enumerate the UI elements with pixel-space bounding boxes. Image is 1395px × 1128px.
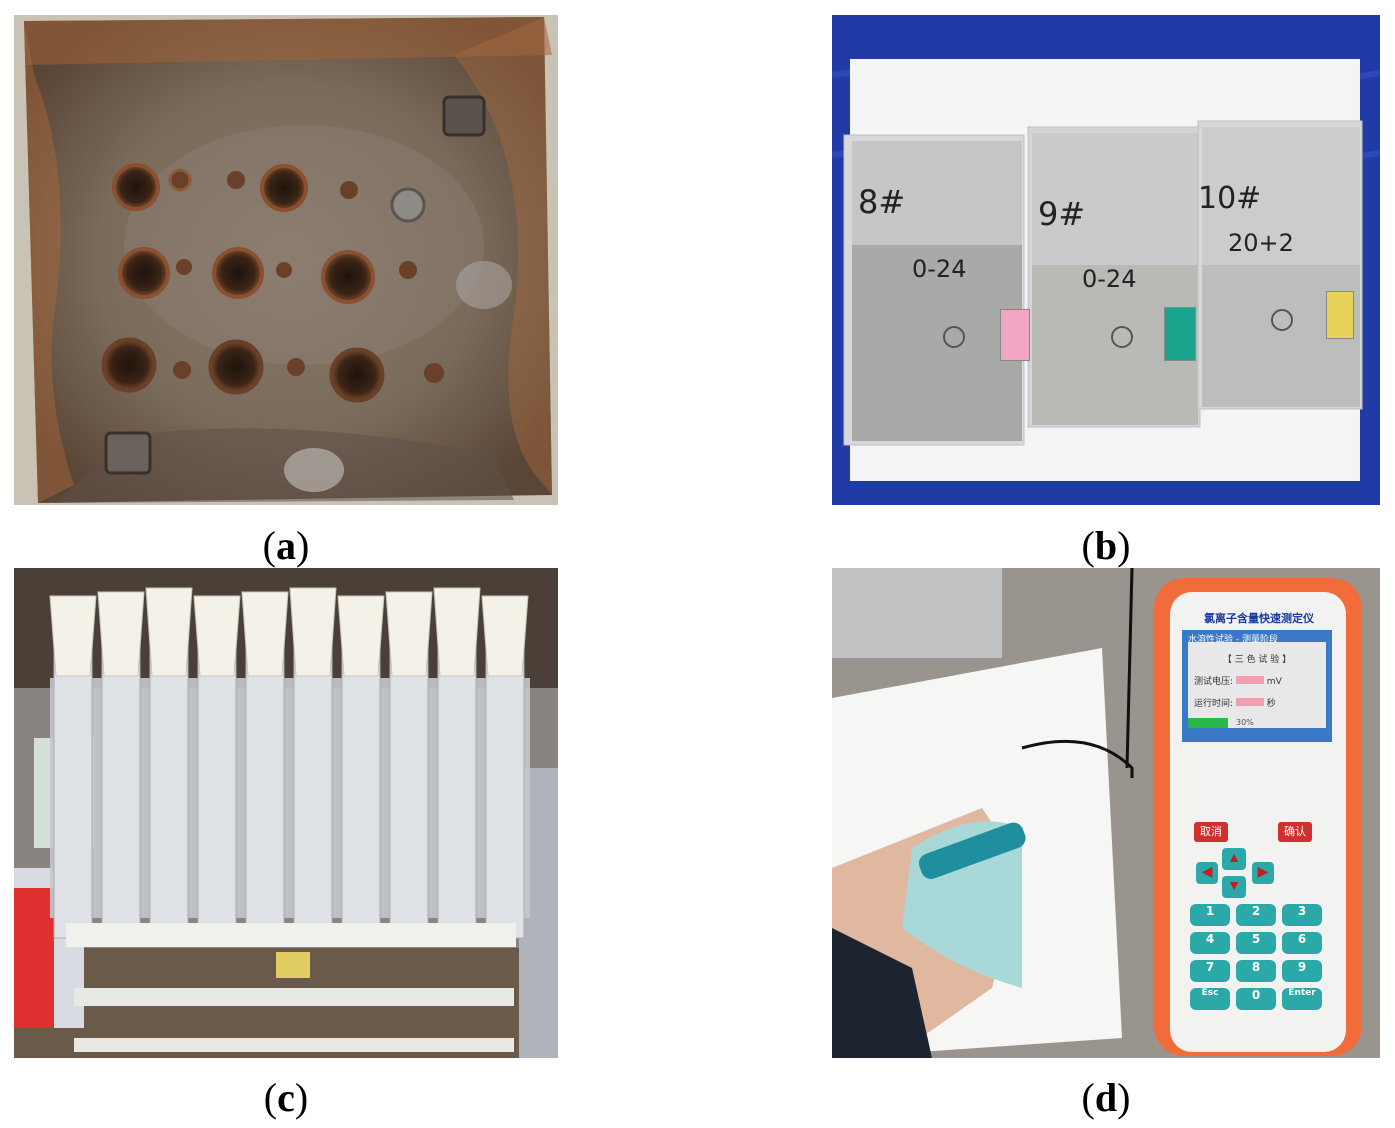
test-tube xyxy=(485,647,525,939)
test-tube xyxy=(197,647,237,939)
photo-corroded-steel-plate xyxy=(14,15,558,505)
test-tube xyxy=(101,647,141,939)
meter-progress-label: 30% xyxy=(1236,718,1254,727)
photo-sample-bags: 8# 0-24 9# 0-24 10# 20+2 xyxy=(832,15,1380,505)
test-tube xyxy=(293,647,333,939)
tube-stopper xyxy=(337,595,385,677)
photo-test-tubes-rack xyxy=(14,568,558,1058)
test-tube xyxy=(245,647,285,939)
arrow-up-icon[interactable]: ▲ xyxy=(1222,848,1246,870)
bag-label-9: 9# xyxy=(1038,195,1086,233)
key-6[interactable]: 6 xyxy=(1282,932,1322,954)
meter-time-unit: 秒 xyxy=(1266,699,1276,709)
arrow-right-icon[interactable]: ▶ xyxy=(1252,862,1274,884)
cancel-button[interactable]: 取消 xyxy=(1194,822,1228,842)
meter-time-row: 运行时间: 秒 xyxy=(1194,696,1276,709)
caption-a: (a) xyxy=(262,523,310,568)
key-3[interactable]: 3 xyxy=(1282,904,1322,926)
bag-label-10: 10# xyxy=(1198,181,1262,216)
meter-screen-subtitle: 【 三 色 试 验 】 xyxy=(1222,655,1292,665)
confirm-button[interactable]: 确认 xyxy=(1278,822,1312,842)
tube-stopper xyxy=(97,591,145,677)
photo-chloride-meter: 氯离子含量快速测定仪 水溶性试验 - 测量阶段 【 三 色 试 验 】 测试电压… xyxy=(832,568,1380,1058)
tube-stopper xyxy=(145,587,193,677)
key-1[interactable]: 1 xyxy=(1190,904,1230,926)
bag-clip-9 xyxy=(1164,307,1196,361)
key-9[interactable]: 9 xyxy=(1282,960,1322,982)
arrow-left-icon[interactable]: ◀ xyxy=(1196,862,1218,884)
key-5[interactable]: 5 xyxy=(1236,932,1276,954)
arrow-down-icon[interactable]: ▼ xyxy=(1222,876,1246,898)
key-esc[interactable]: Esc xyxy=(1190,988,1230,1010)
meter-voltage-label: 测试电压: xyxy=(1194,677,1234,687)
test-tube xyxy=(389,647,429,939)
caption-c: (c) xyxy=(263,1075,309,1120)
bag-clip-8 xyxy=(1000,309,1030,361)
test-tube xyxy=(149,647,189,939)
key-4[interactable]: 4 xyxy=(1190,932,1230,954)
caption-d: (d) xyxy=(1081,1075,1131,1120)
bag-clip-10 xyxy=(1326,291,1354,339)
key-enter[interactable]: Enter xyxy=(1282,988,1322,1010)
key-7[interactable]: 7 xyxy=(1190,960,1230,982)
tube-stopper xyxy=(241,591,289,677)
meter-voltage-unit: mV xyxy=(1266,677,1282,687)
tube-stopper xyxy=(433,587,481,677)
key-0[interactable]: 0 xyxy=(1236,988,1276,1010)
caption-b: (b) xyxy=(1081,523,1131,568)
bag-range-9: 0-24 xyxy=(1082,265,1137,293)
tube-stopper xyxy=(49,595,97,677)
key-2[interactable]: 2 xyxy=(1236,904,1276,926)
test-tube xyxy=(53,647,93,939)
tube-stopper xyxy=(289,587,337,677)
meter-screen-header: 水溶性试验 - 测量阶段 xyxy=(1188,635,1278,645)
tube-stopper xyxy=(193,595,241,677)
bag-label-8: 8# xyxy=(858,183,906,221)
meter-title: 氯离子含量快速测定仪 xyxy=(1204,612,1314,625)
bag-range-8: 0-24 xyxy=(912,255,967,283)
meter-voltage-row: 测试电压: mV xyxy=(1194,674,1282,687)
test-tube xyxy=(341,647,381,939)
meter-time-label: 运行时间: xyxy=(1194,699,1234,709)
test-tube xyxy=(437,647,477,939)
tube-stopper xyxy=(385,591,433,677)
tube-stopper xyxy=(481,595,529,677)
key-8[interactable]: 8 xyxy=(1236,960,1276,982)
bag-range-10: 20+2 xyxy=(1228,229,1294,257)
